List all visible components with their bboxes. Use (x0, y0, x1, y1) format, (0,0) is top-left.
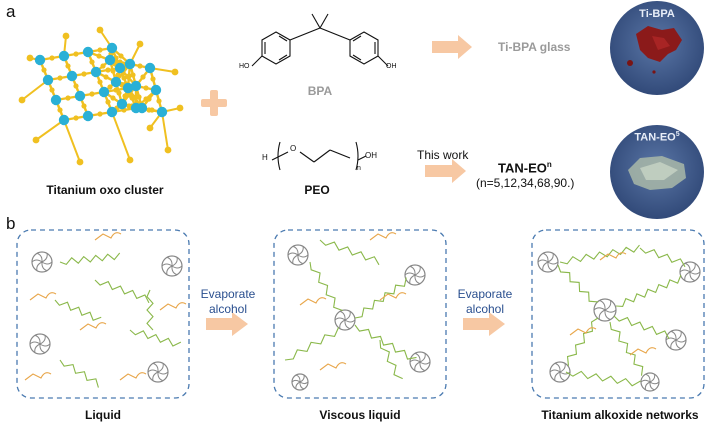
peo-h: H (262, 153, 268, 162)
tan-eo-photo (610, 125, 704, 219)
tan-eo-label: TAN-EOn (498, 160, 552, 176)
evaporate-text-1: Evaporate alcohol (200, 287, 256, 316)
bpa-structure (251, 13, 389, 67)
this-work-label: This work (417, 148, 469, 162)
viscous-liquid-box (273, 229, 447, 399)
peo-structure (271, 141, 367, 171)
panel-letter-a: a (6, 2, 16, 21)
bpa-ho-left: HO (239, 63, 250, 70)
photo-tan-eo-label: TAN-EO5 (634, 131, 680, 144)
ti-bpa-photo (610, 1, 704, 95)
arrow-to-ti-bpa-icon (432, 35, 472, 59)
titanium-oxo-cluster-icon (18, 26, 184, 166)
ti-bpa-glass-label: Ti-BPA glass (498, 40, 571, 54)
molecule-stage-graphics (24, 232, 701, 392)
evaporate-arrow-1-icon (206, 312, 248, 336)
plus-icon (201, 90, 227, 116)
peo-n: n (357, 165, 361, 172)
peo-label: PEO (304, 183, 330, 197)
network-box (531, 229, 705, 399)
evaporate-arrow-2-icon (463, 312, 505, 336)
tan-eo-values: (n=5,12,34,68,90.) (476, 176, 575, 190)
stage-network-label: Titanium alkoxide networks (541, 408, 699, 422)
cluster-label: Titanium oxo cluster (46, 183, 164, 197)
peo-o: O (290, 144, 297, 153)
panel-letter-b: b (6, 214, 16, 233)
arrow-to-tan-eo-icon (425, 159, 466, 183)
bpa-ho-right: OH (386, 63, 397, 70)
peo-oh: OH (365, 151, 377, 160)
bpa-label: BPA (307, 84, 333, 98)
stage-liquid-label: Liquid (85, 408, 121, 422)
evaporate-text-2: Evaporate alcohol (457, 287, 513, 316)
stage-viscous-liquid-label: Viscous liquid (319, 408, 401, 422)
photo-ti-bpa-label: Ti-BPA (639, 8, 675, 20)
liquid-box (16, 229, 190, 399)
